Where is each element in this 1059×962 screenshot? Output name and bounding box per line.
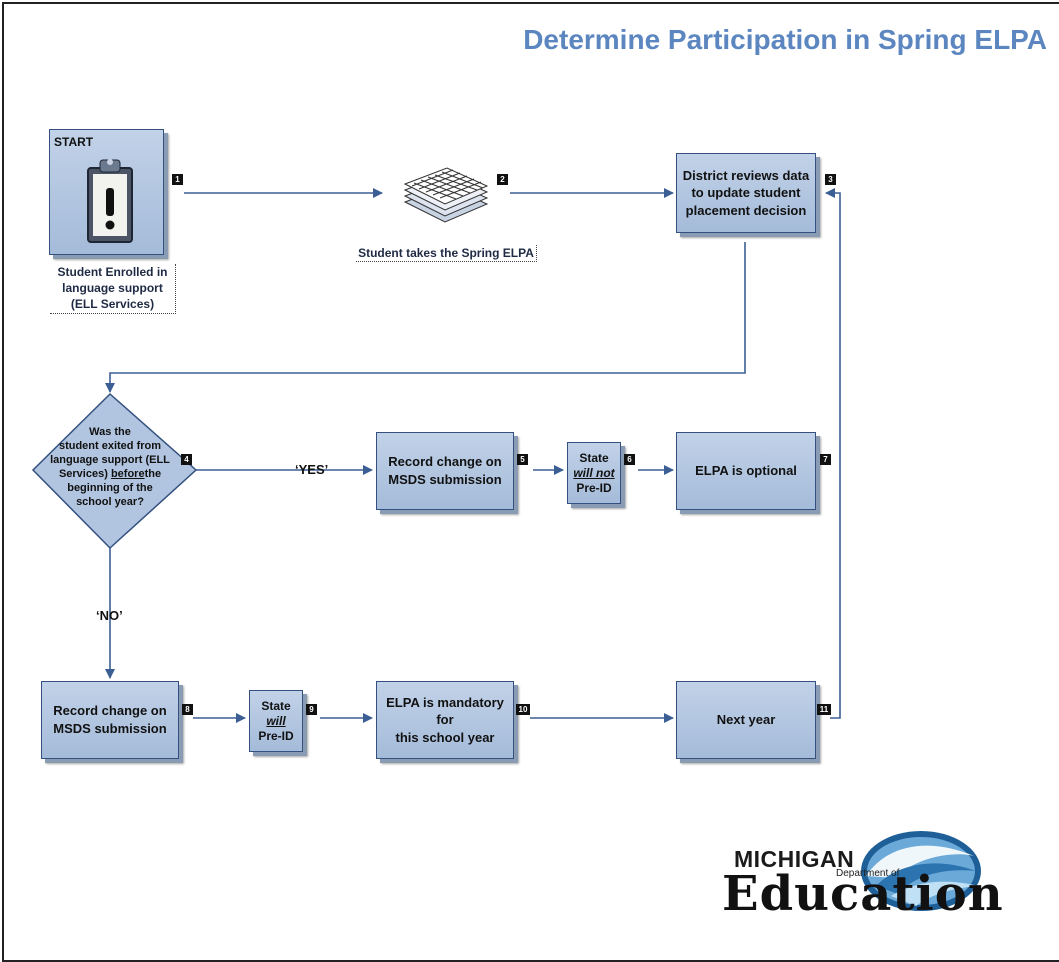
decision-line-7: school year? <box>76 496 144 509</box>
district-review-line-2: to update student <box>691 185 801 201</box>
decision-line-2: student exited from <box>58 440 162 453</box>
decision-before: before <box>110 468 145 481</box>
start-caption-line-1: Student Enrolled in <box>57 265 168 279</box>
arrow-3-4 <box>105 242 746 393</box>
next-year-box: Next year <box>676 681 816 759</box>
state-will-preid-box: State will Pre-ID <box>249 690 303 752</box>
step-number-9: 9 <box>306 704 317 715</box>
page-title: Determine Participation in Spring ELPA <box>523 24 1047 55</box>
step-number-1: 1 <box>172 174 183 185</box>
state-will-not-line-1: State <box>579 450 609 465</box>
elpa-mandatory-line-2: this school year <box>395 729 495 745</box>
start-caption-line-2: language support <box>62 281 163 296</box>
step-number-3: 3 <box>825 174 836 185</box>
clipboard-icon <box>87 159 133 243</box>
next-year-label: Next year <box>716 712 776 728</box>
decision-diamond <box>31 392 198 550</box>
state-will-not-line-3: Pre-ID <box>576 480 612 495</box>
step-number-10: 10 <box>516 704 530 715</box>
flow-connectors <box>31 188 841 723</box>
spring-elpa-caption: Student takes the Spring ELPA <box>356 245 537 263</box>
decision-the: the <box>144 468 162 481</box>
record-change-yes-line-1: Record change on <box>388 454 502 470</box>
record-change-yes-line-2: MSDS submission <box>388 472 502 487</box>
record-change-no-line-1: Record change on <box>53 703 167 719</box>
test-sheets-icon <box>403 167 489 223</box>
record-change-box-yes: Record change on MSDS submission <box>376 432 514 510</box>
state-will-line-3: Pre-ID <box>258 728 294 743</box>
decision-line-4: Services) <box>58 468 108 481</box>
elpa-optional-box: ELPA is optional <box>676 432 816 510</box>
record-change-no-line-2: MSDS submission <box>53 721 167 736</box>
state-will-line-2: will <box>266 713 286 728</box>
step-number-8: 8 <box>182 704 193 715</box>
elpa-mandatory-box: ELPA is mandatory for this school year <box>376 681 514 759</box>
michigan-education-logo: MICHIGAN Department of Education <box>718 816 1003 926</box>
decision-line-3: language support (ELL <box>50 454 170 467</box>
logo-michigan-text: MICHIGAN <box>734 846 855 872</box>
start-box: START <box>49 129 164 255</box>
step-number-4: 4 <box>181 454 192 465</box>
yes-label: ‘YES’ <box>295 462 329 477</box>
arrow-11-3 <box>825 188 841 719</box>
start-label: START <box>54 135 94 149</box>
logo-wave-icon <box>861 831 981 911</box>
state-will-line-1: State <box>261 698 291 713</box>
district-review-line-3: placement decision <box>685 202 807 218</box>
state-will-not-line-2: will not <box>573 465 615 480</box>
district-review-line-1: District reviews data <box>682 167 810 183</box>
step-number-11: 11 <box>817 704 831 715</box>
district-review-box: District reviews data to update student … <box>676 153 816 233</box>
decision-question: Was the student exited from language sup… <box>42 425 178 509</box>
elpa-mandatory-line-1: ELPA is mandatory for <box>386 694 504 728</box>
start-caption-line-3: (ELL Services) <box>70 297 155 312</box>
decision-line-6: beginning of the <box>67 482 153 495</box>
step-number-7: 7 <box>820 454 831 465</box>
elpa-optional-label: ELPA is optional <box>695 463 797 479</box>
logo-department-text: Department of <box>836 868 900 879</box>
no-label: ‘NO’ <box>96 608 123 623</box>
record-change-box-no: Record change on MSDS submission <box>41 681 179 759</box>
decision-line-1: Was the <box>89 426 131 438</box>
step-number-2: 2 <box>497 174 508 185</box>
state-will-not-preid-box: State will not Pre-ID <box>567 442 621 504</box>
step-number-5: 5 <box>517 454 528 465</box>
logo-education-text: Education <box>722 866 1004 922</box>
start-caption: Student Enrolled in language support (EL… <box>50 264 176 314</box>
step-number-6: 6 <box>624 454 635 465</box>
